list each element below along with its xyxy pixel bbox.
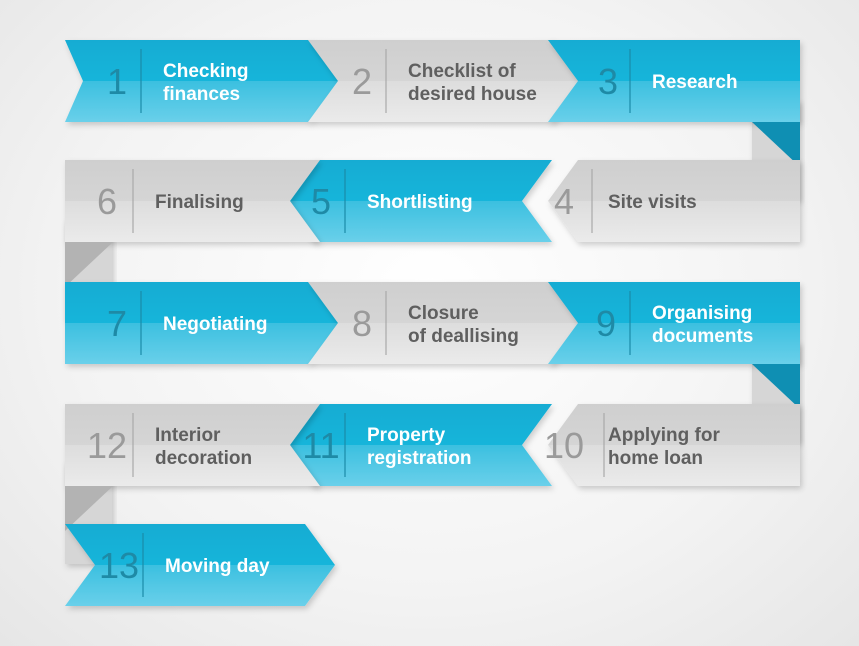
step-segment-shape: [65, 40, 340, 122]
step-number: 1: [107, 61, 127, 102]
fold-corner: [65, 242, 113, 287]
step-label-line: Property: [367, 425, 446, 446]
step-segment-shape: [65, 160, 320, 242]
step-number: 5: [311, 181, 331, 222]
step-segment-shape: [283, 160, 552, 242]
step-label-line: home loan: [608, 448, 703, 469]
step-segment-shape: [548, 404, 800, 486]
step-label-line: Site visits: [608, 192, 697, 213]
step-4: 4 Site visits: [548, 160, 800, 242]
step-number: 3: [598, 61, 618, 102]
fold-corner: [752, 364, 800, 409]
step-label-line: Closure: [408, 303, 479, 324]
step-13: 13 Moving day: [65, 524, 335, 606]
step-number: 12: [87, 425, 127, 466]
step-label-line: Interior: [155, 425, 221, 446]
step-segment-shape: [548, 40, 800, 122]
step-label-line: Moving day: [165, 556, 270, 577]
step-segment-shape: [548, 160, 800, 242]
step-label-line: finances: [163, 84, 240, 105]
step-number: 6: [97, 181, 117, 222]
step-7: 7 Negotiating: [65, 282, 340, 364]
step-label-line: registration: [367, 448, 472, 469]
step-label-line: decoration: [155, 448, 252, 469]
fold-corner: [752, 122, 800, 167]
step-segment-shape: [65, 282, 340, 364]
step-number: 11: [302, 425, 339, 466]
step-label-line: Checking: [163, 61, 249, 82]
step-label-line: of deallising: [408, 326, 519, 347]
step-number: 4: [554, 181, 574, 222]
step-segment-shape: [65, 404, 320, 486]
step-3: 3 Research: [548, 40, 800, 167]
step-number: 2: [352, 61, 372, 102]
step-segment-shape: [65, 524, 335, 606]
step-number: 10: [544, 425, 584, 466]
step-label-line: Finalising: [155, 192, 244, 213]
step-segment-shape: [308, 40, 583, 122]
step-label-line: Applying for: [608, 425, 720, 446]
step-label-line: Checklist of: [408, 61, 516, 82]
step-label-line: Negotiating: [163, 314, 268, 335]
step-segment-shape: [308, 282, 583, 364]
step-5: 5 Shortlisting: [283, 160, 552, 242]
step-label-line: desired house: [408, 84, 537, 105]
step-segment-shape: [548, 282, 800, 364]
step-number: 7: [107, 303, 127, 344]
step-number: 8: [352, 303, 372, 344]
fold-corner: [65, 486, 113, 531]
step-label-line: Shortlisting: [367, 192, 473, 213]
step-label-line: documents: [652, 326, 753, 347]
step-segment-shape: [283, 404, 552, 486]
step-label-line: Organising: [652, 303, 752, 324]
step-6: 6 Finalising: [65, 160, 320, 287]
step-label-line: Research: [652, 72, 738, 93]
step-number: 13: [99, 545, 139, 586]
step-number: 9: [596, 303, 616, 344]
